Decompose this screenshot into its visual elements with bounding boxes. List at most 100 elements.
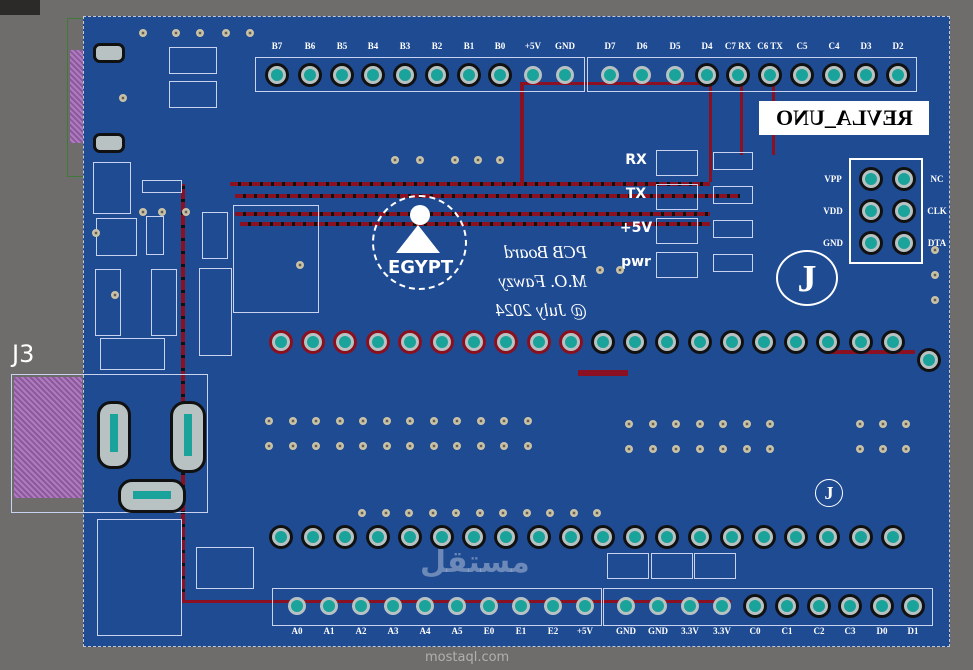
pad[interactable] [755,528,773,546]
icsp-pin[interactable] [895,234,913,252]
pad[interactable] [272,528,290,546]
header-pin[interactable] [649,597,667,615]
header-pin[interactable] [524,66,542,84]
via[interactable] [222,29,230,37]
via[interactable] [931,271,939,279]
pad[interactable] [368,528,387,546]
pad[interactable] [529,333,548,351]
via[interactable] [879,420,887,428]
via[interactable] [312,417,320,425]
header-pin[interactable] [698,66,716,84]
pad[interactable] [787,333,806,351]
header-pin[interactable] [556,66,574,84]
via[interactable] [382,442,391,450]
via[interactable] [453,442,461,450]
via[interactable] [742,420,751,428]
via[interactable] [648,445,657,453]
pad[interactable] [626,528,645,546]
pad[interactable] [561,528,580,546]
header-pin[interactable] [396,66,414,84]
via[interactable] [335,442,344,450]
header-pin[interactable] [576,597,594,615]
via[interactable] [496,156,504,164]
pad[interactable] [561,333,580,351]
via[interactable] [288,442,297,450]
via[interactable] [695,445,704,453]
header-pin[interactable] [416,597,434,615]
via[interactable] [672,420,680,428]
via[interactable] [596,266,604,274]
via[interactable] [616,266,624,274]
usb-pad[interactable] [93,133,125,153]
header-pin[interactable] [681,597,699,615]
header-pin[interactable] [857,66,875,84]
pad[interactable] [722,333,741,351]
via[interactable] [931,246,939,254]
via[interactable] [382,417,391,425]
via[interactable] [476,442,485,450]
icsp-pin[interactable] [895,202,913,220]
via[interactable] [452,509,460,517]
header-pin[interactable] [793,66,811,84]
via[interactable] [265,417,273,425]
header-pin[interactable] [617,597,635,615]
via[interactable] [546,509,554,517]
via[interactable] [405,509,413,517]
via[interactable] [429,417,438,425]
via[interactable] [335,417,344,425]
via[interactable] [879,445,887,453]
icsp-pin[interactable] [895,170,913,188]
via[interactable] [246,29,254,37]
pad[interactable] [368,333,387,351]
header-pin[interactable] [428,66,446,84]
via[interactable] [742,445,751,453]
icsp-pin[interactable] [862,170,880,188]
header-pin[interactable] [713,597,731,615]
pad[interactable] [883,528,902,546]
pad[interactable] [433,333,451,351]
header-pin[interactable] [544,597,562,615]
via[interactable] [391,156,399,164]
header-pin[interactable] [288,597,306,615]
via[interactable] [766,445,774,453]
header-pin[interactable] [491,66,509,84]
pad[interactable] [690,528,709,546]
pad[interactable] [594,528,612,546]
header-pin[interactable] [810,597,828,615]
pad[interactable] [819,528,838,546]
via[interactable] [119,94,127,102]
via[interactable] [429,442,438,450]
header-pin[interactable] [601,66,619,84]
pad[interactable] [497,333,516,351]
via[interactable] [139,29,147,37]
via[interactable] [406,417,414,425]
pad[interactable] [400,528,419,546]
via[interactable] [902,445,910,453]
pad[interactable] [851,528,870,546]
via[interactable] [288,417,297,425]
via[interactable] [111,291,119,299]
pad[interactable] [883,333,902,351]
via[interactable] [931,296,939,304]
via[interactable] [296,261,304,269]
pad[interactable] [851,333,870,351]
header-pin[interactable] [729,66,747,84]
via[interactable] [359,442,367,450]
via[interactable] [476,417,485,425]
via[interactable] [648,420,657,428]
icsp-pin[interactable] [862,202,880,220]
via[interactable] [856,445,864,453]
via[interactable] [475,509,484,517]
pad[interactable] [497,528,516,546]
pad[interactable] [304,333,323,351]
header-pin[interactable] [825,66,843,84]
header-pin[interactable] [384,597,402,615]
via[interactable] [719,420,727,428]
via[interactable] [359,417,367,425]
header-pin[interactable] [778,597,796,615]
via[interactable] [172,29,180,37]
header-pin[interactable] [320,597,338,615]
pad[interactable] [594,333,612,351]
via[interactable] [569,509,578,517]
header-pin[interactable] [633,66,651,84]
